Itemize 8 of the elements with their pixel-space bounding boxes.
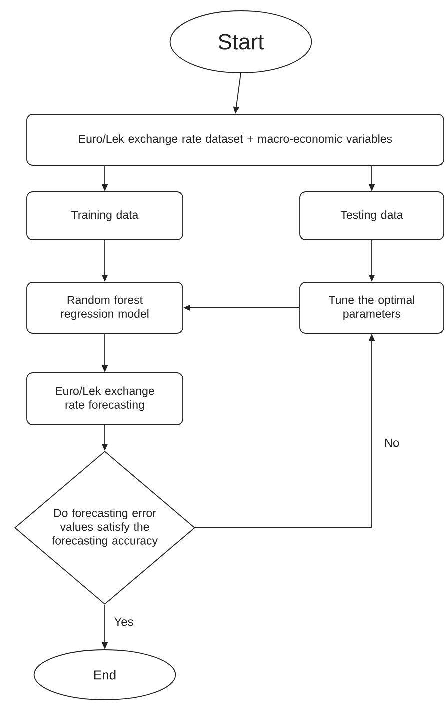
process-box: Euro/Lek exchange rate dataset + macro-economic variables bbox=[26, 114, 444, 166]
edge-label: No bbox=[383, 438, 401, 448]
process-box: Euro/Lek exchange rate forecasting bbox=[26, 372, 184, 426]
process-box: Testing data bbox=[300, 192, 444, 240]
process-box: Tune the optimal parameters bbox=[300, 282, 444, 334]
process-box: Training data bbox=[26, 192, 184, 240]
process-box: Random forest regression model bbox=[26, 282, 184, 334]
edge-label: Yes bbox=[113, 616, 135, 628]
